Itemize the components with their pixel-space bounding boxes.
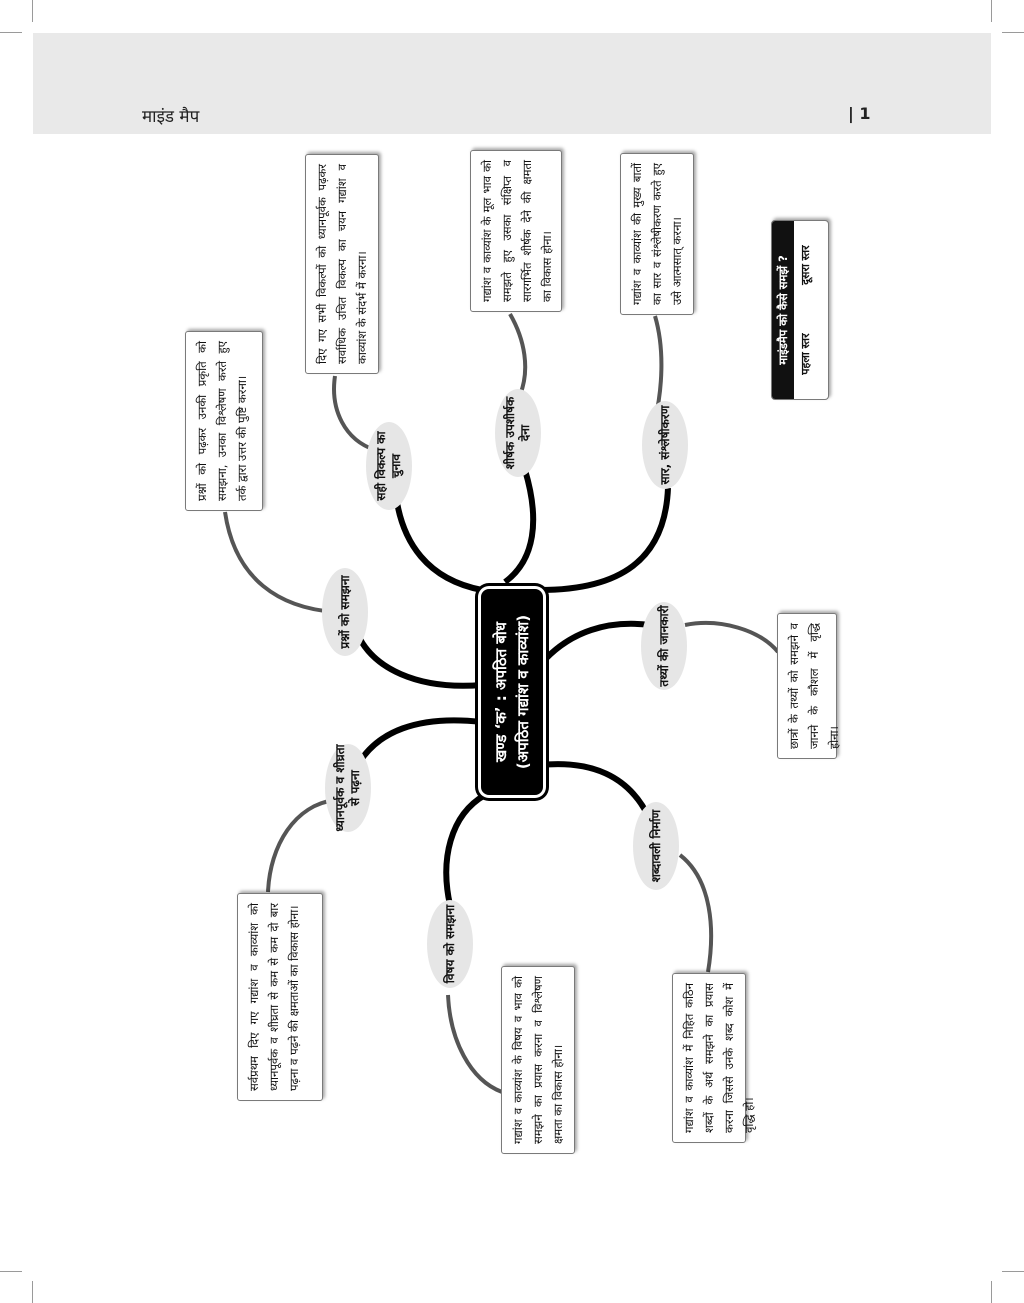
center-line-2: (अपठित गद्यांश व काव्यांश) xyxy=(514,614,532,770)
node-prashno: प्रश्नों को समझना xyxy=(322,568,368,656)
legend-title: माइंडमैप को कैसे समझें ? xyxy=(772,221,794,399)
node-shabdavali: शब्दावली निर्माण xyxy=(633,802,679,890)
desc-dhyan: सर्वप्रथम दिए गए गद्यांश व काव्यांश को ध… xyxy=(237,893,323,1101)
crop-mark xyxy=(32,1281,33,1303)
node-shirshak: शीर्षक उपशीर्षक देना xyxy=(495,389,541,477)
page-number: | 1 xyxy=(848,104,871,123)
header-band xyxy=(33,33,991,134)
header-title: माइंड मैप xyxy=(142,107,200,127)
connector2-dhyan xyxy=(266,798,336,893)
connector-sahi xyxy=(392,486,483,593)
desc-vishay: गद्यांश व काव्यांश के विषय व भाव को समझन… xyxy=(501,966,575,1154)
connector-shirshak xyxy=(503,469,537,585)
connector-prashno xyxy=(352,626,483,689)
desc-prashno: प्रश्नों को पढ़कर उनकी प्रकृति को समझना,… xyxy=(185,331,263,511)
node-tathyon: तथ्यों की जानकारी xyxy=(641,602,687,690)
crop-mark xyxy=(991,0,992,22)
center-line-1: खण्ड ‘क’ : अपठित बोध xyxy=(492,621,510,763)
crop-mark xyxy=(1002,32,1024,33)
crop-mark xyxy=(991,1281,992,1303)
legend-level-2: दूसरा स्तर xyxy=(799,245,812,285)
crop-mark xyxy=(0,1271,22,1272)
desc-sahi: दिए गए सभी विकल्पों को ध्यानपूर्वक पढ़कर… xyxy=(305,154,379,374)
node-vishay: विषय को समझना xyxy=(427,900,473,988)
connector-shabdavali xyxy=(539,761,653,822)
crop-mark xyxy=(1002,1271,1024,1272)
connector-vishay xyxy=(443,792,487,906)
desc-tathyon: छात्रों के तथ्यों को समझने व जानने के कौ… xyxy=(777,613,841,759)
connector2-prashno xyxy=(223,511,336,614)
desc-shirshak: गद्यांश व काव्यांश के मूल भाव को समझते ह… xyxy=(470,150,562,312)
connector-dhyan xyxy=(352,717,483,772)
node-saar: सार, संश्लेषीकरण xyxy=(642,401,688,489)
connector2-vishay xyxy=(446,994,503,1094)
connector2-shabdavali xyxy=(678,853,714,973)
node-sahi: सही विकल्प का चुनाव xyxy=(366,422,412,510)
legend-level-1: पहला स्तर xyxy=(799,333,812,375)
connector2-tathyon xyxy=(684,621,780,654)
crop-mark xyxy=(0,32,22,33)
legend-levels: पहला स्तर दूसरा स्तर xyxy=(794,221,813,399)
desc-saar: गद्यांश व काव्यांश की मुख्य बातों का सार… xyxy=(620,153,694,315)
connector-saar xyxy=(539,487,671,593)
connector2-sahi xyxy=(332,375,376,452)
desc-shabdavali: गद्यांश व काव्यांश में निहित कठिन शब्दों… xyxy=(672,973,756,1143)
legend-box: माइंडमैप को कैसे समझें ? पहला स्तर दूसरा… xyxy=(771,220,829,400)
connector2-shirshak xyxy=(508,313,528,396)
node-dhyan: ध्यानपूर्वक व शीघ्रता से पढ़ना xyxy=(325,744,371,832)
crop-mark xyxy=(32,0,33,22)
center-topic: खण्ड ‘क’ : अपठित बोध (अपठित गद्यांश व का… xyxy=(481,589,543,795)
connector-tathyon xyxy=(537,620,651,667)
